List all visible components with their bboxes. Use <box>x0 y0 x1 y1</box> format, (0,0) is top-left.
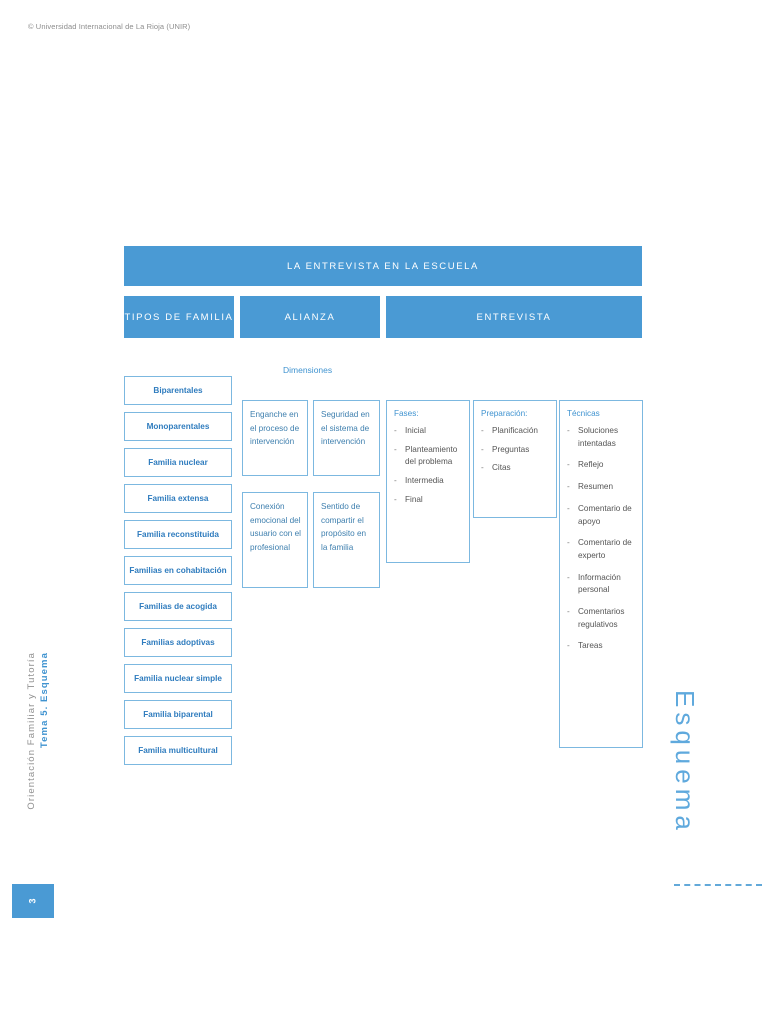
dimension-box: Enganche en el proceso de intervención <box>242 400 308 476</box>
dimension-box: Seguridad en el sistema de intervención <box>313 400 380 476</box>
dimension-box: Sentido de compartir el propósito en la … <box>313 492 380 588</box>
family-type-item: Familia extensa <box>124 484 232 513</box>
dimensiones-label: Dimensiones <box>283 365 333 375</box>
tecnicas-item: Tareas <box>567 640 636 653</box>
diagram-main-title: LA ENTREVISTA EN LA ESCUELA <box>124 246 642 286</box>
family-type-item: Familias adoptivas <box>124 628 232 657</box>
tecnicas-item: Resumen <box>567 481 636 494</box>
tecnicas-item: Reflejo <box>567 459 636 472</box>
family-types-list: Biparentales Monoparentales Familia nucl… <box>124 376 232 772</box>
preparacion-box: Preparación: Planificación Preguntas Cit… <box>473 400 557 518</box>
fases-box: Fases: Inicial Planteamiento del problem… <box>386 400 470 563</box>
fases-heading: Fases: <box>394 409 419 418</box>
tecnicas-item: Comentarios regulativos <box>567 606 636 631</box>
dashed-divider <box>674 884 762 886</box>
family-type-item: Familias de acogida <box>124 592 232 621</box>
diagram-column-alianza: ALIANZA <box>240 296 380 338</box>
fases-item: Planteamiento del problema <box>394 444 463 469</box>
preparacion-heading: Preparación: <box>481 409 528 418</box>
family-type-item: Familias en cohabitación <box>124 556 232 585</box>
fases-list: Inicial Planteamiento del problema Inter… <box>394 425 463 507</box>
dimension-box: Conexión emocional del usuario con el pr… <box>242 492 308 588</box>
fases-item: Final <box>394 494 463 507</box>
preparacion-item: Planificación <box>481 425 550 438</box>
preparacion-list: Planificación Preguntas Citas <box>481 425 550 475</box>
diagram-column-entrevista: ENTREVISTA <box>386 296 642 338</box>
preparacion-item: Citas <box>481 462 550 475</box>
tecnicas-heading: Técnicas <box>567 409 600 418</box>
tecnicas-item: Comentario de apoyo <box>567 503 636 528</box>
tecnicas-item: Comentario de experto <box>567 537 636 562</box>
family-type-item: Familia multicultural <box>124 736 232 765</box>
family-type-item: Familia nuclear <box>124 448 232 477</box>
preparacion-item: Preguntas <box>481 444 550 457</box>
diagram-column-tipos: TIPOS DE FAMILIA <box>124 296 234 338</box>
tecnicas-list: Soluciones intentadas Reflejo Resumen Co… <box>567 425 636 653</box>
family-type-item: Monoparentales <box>124 412 232 441</box>
tecnicas-item: Soluciones intentadas <box>567 425 636 450</box>
family-type-item: Familia nuclear simple <box>124 664 232 693</box>
tecnicas-item: Información personal <box>567 572 636 597</box>
family-type-item: Biparentales <box>124 376 232 405</box>
page-number-badge: 3 <box>12 884 54 918</box>
family-type-item: Familia reconstituida <box>124 520 232 549</box>
tecnicas-box: Técnicas Soluciones intentadas Reflejo R… <box>559 400 643 748</box>
family-type-item: Familia biparental <box>124 700 232 729</box>
copyright-notice: © Universidad Internacional de La Rioja … <box>28 22 191 31</box>
fases-item: Inicial <box>394 425 463 438</box>
fases-item: Intermedia <box>394 475 463 488</box>
